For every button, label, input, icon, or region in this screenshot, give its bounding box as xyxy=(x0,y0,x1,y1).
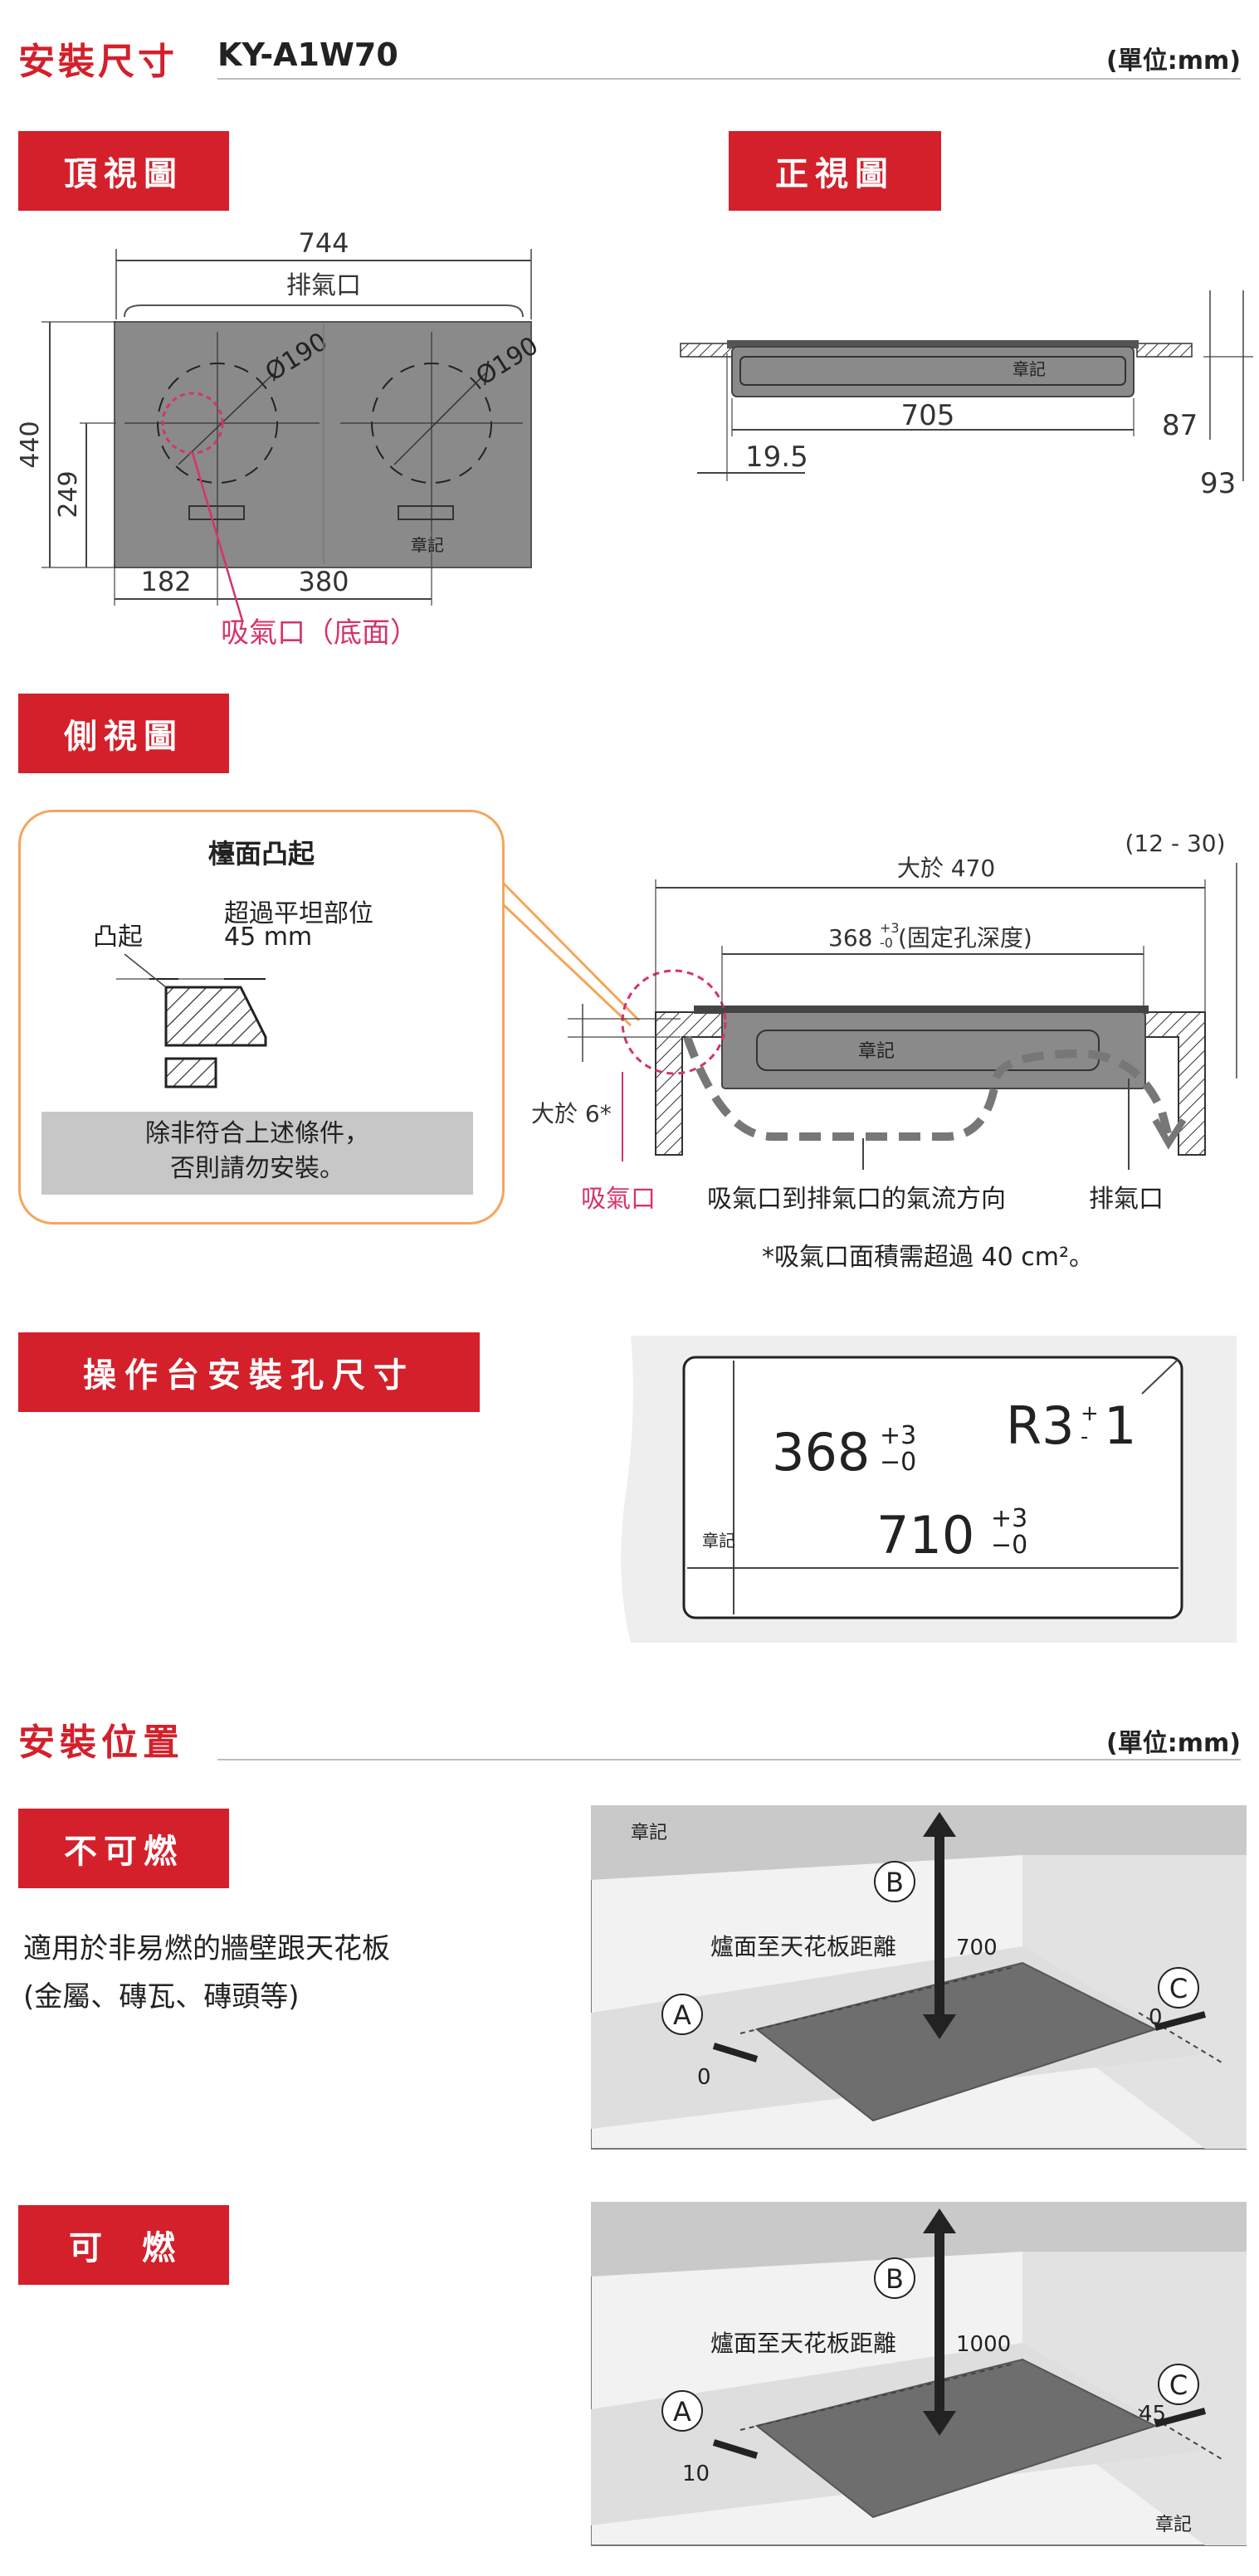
callout-over-label: 超過平坦部位 xyxy=(224,899,373,928)
tab-noncombustible: 不可燃 xyxy=(18,1809,229,1888)
dim-gap: 大於 6* xyxy=(531,1100,612,1127)
c-value-c: 45 xyxy=(1139,2402,1166,2427)
cutout-depth: 368 xyxy=(772,1422,870,1483)
side-logo: 章記 xyxy=(858,1041,895,1062)
dim-hole-tol-plus: +3 xyxy=(880,920,900,936)
callout-note-box xyxy=(41,1112,473,1195)
nc-ceiling-value: 700 xyxy=(956,1936,998,1960)
side-intake-label: 吸氣口 xyxy=(581,1185,656,1214)
exhaust-label: 排氣口 xyxy=(286,271,361,300)
noncombustible-desc-1: 適用於非易燃的牆壁跟天花板 xyxy=(23,1932,390,1965)
c-label-c: C xyxy=(1169,2369,1188,2401)
c-label-a: A xyxy=(673,2396,691,2427)
dim-width: 744 xyxy=(298,227,349,259)
side-flow-label: 吸氣口到排氣口的氣流方向 xyxy=(707,1185,1006,1214)
cutout-radius-tol: 1 xyxy=(1104,1395,1136,1456)
callout-note-2: 否則請勿安裝。 xyxy=(170,1154,344,1183)
position-divider xyxy=(217,1759,1241,1760)
c-label-b: B xyxy=(886,2263,904,2295)
position-title: 安裝位置 xyxy=(18,1721,184,1764)
tab-combustible: 可 燃 xyxy=(18,2205,229,2285)
header-divider xyxy=(217,78,1241,80)
c-logo: 章記 xyxy=(1155,2515,1192,2535)
dim-hole-label: (固定孔深度) xyxy=(898,924,1032,952)
cutout-radius-plus: + xyxy=(1081,1401,1099,1426)
callout-note-1: 除非符合上述條件， xyxy=(145,1119,369,1148)
nc-value-c: 0 xyxy=(1149,2005,1163,2030)
cutout-width-plus: +3 xyxy=(991,1504,1027,1533)
cutout-radius-minus: - xyxy=(1081,1424,1088,1449)
front-view-diagram: 章記 705 19.5 87 93 xyxy=(680,290,1253,500)
tab-top-view: 頂視圖 xyxy=(18,131,229,211)
dim-hole-tol-minus: -0 xyxy=(880,935,893,951)
page-title: 安裝尺寸 xyxy=(18,41,178,83)
cutout-depth-plus: +3 xyxy=(880,1421,916,1450)
tab-side-view: 側視圖 xyxy=(18,694,229,773)
c-ceiling-value: 1000 xyxy=(956,2332,1011,2357)
dim-spacing: 380 xyxy=(298,566,349,597)
front-logo: 章記 xyxy=(1013,359,1046,379)
intake-bottom-label: 吸氣口（底面） xyxy=(221,616,418,650)
dim-height-b: 93 xyxy=(1200,467,1236,500)
bump-diagram xyxy=(116,953,267,1088)
dim-front-width: 705 xyxy=(901,399,955,432)
nc-label-a: A xyxy=(673,1999,691,2031)
cutout-diagram: 368 +3 −0 R3 + - 1 710 +3 −0 章記 xyxy=(621,1336,1237,1643)
model-number: KY-A1W70 xyxy=(217,37,398,73)
callout-title: 檯面凸起 xyxy=(207,838,315,869)
top-view-diagram: 744 排氣口 Ø190 Ø190 章記 440 249 182 380 吸氣口… xyxy=(16,227,544,650)
nc-ceiling-label: 爐面至天花板距離 xyxy=(710,1933,896,1960)
side-exhaust-label: 排氣口 xyxy=(1089,1185,1164,1214)
side-view-diagram: 章記 大於 470 (12 - 30) 368 +3 -0 (固定孔深度) 大於… xyxy=(501,830,1237,1170)
dim-inner-depth: 249 xyxy=(54,470,83,518)
tab-cutout: 操作台安裝孔尺寸 xyxy=(18,1332,480,1412)
nc-logo: 章記 xyxy=(631,1823,667,1843)
cutout-width-minus: −0 xyxy=(991,1531,1027,1560)
nc-value-a: 0 xyxy=(697,2065,711,2090)
dim-edge: 19.5 xyxy=(745,441,808,474)
dim-depth: 440 xyxy=(16,421,45,468)
c-value-a: 10 xyxy=(682,2462,710,2486)
position-unit: (單位:mm) xyxy=(1106,1729,1241,1758)
callout-over-value: 45 mm xyxy=(224,923,313,952)
c-ceiling-label: 爐面至天花板距離 xyxy=(710,2330,896,2357)
dim-hole-depth: 368 xyxy=(828,924,872,952)
nc-label-c: C xyxy=(1169,1973,1188,2004)
cutout-radius: R3 xyxy=(1006,1395,1075,1456)
nc-label-b: B xyxy=(886,1867,904,1898)
dim-depth-total: 大於 470 xyxy=(897,855,995,882)
callout-bump-label: 凸起 xyxy=(93,923,143,952)
combustible-diagram: B 爐面至天花板距離 1000 A 10 C 45 章記 xyxy=(591,2202,1247,2546)
noncombustible-desc-2: (金屬、磚瓦、磚頭等) xyxy=(23,1980,300,2014)
dim-range: (12 - 30) xyxy=(1125,830,1225,857)
dim-height-a: 87 xyxy=(1162,409,1198,442)
dim-left-offset: 182 xyxy=(140,566,191,597)
top-logo: 章記 xyxy=(411,535,444,555)
side-footnote: *吸氣口面積需超過 40 cm²。 xyxy=(762,1243,1094,1272)
unit-label: (單位:mm) xyxy=(1106,46,1241,75)
cutout-logo: 章記 xyxy=(702,1531,735,1551)
tab-front-view: 正視圖 xyxy=(729,131,941,211)
cutout-depth-minus: −0 xyxy=(880,1448,916,1477)
cutout-width: 710 xyxy=(876,1505,974,1566)
noncombustible-diagram: B 爐面至天花板距離 700 A 0 C 0 章記 xyxy=(591,1805,1247,2150)
